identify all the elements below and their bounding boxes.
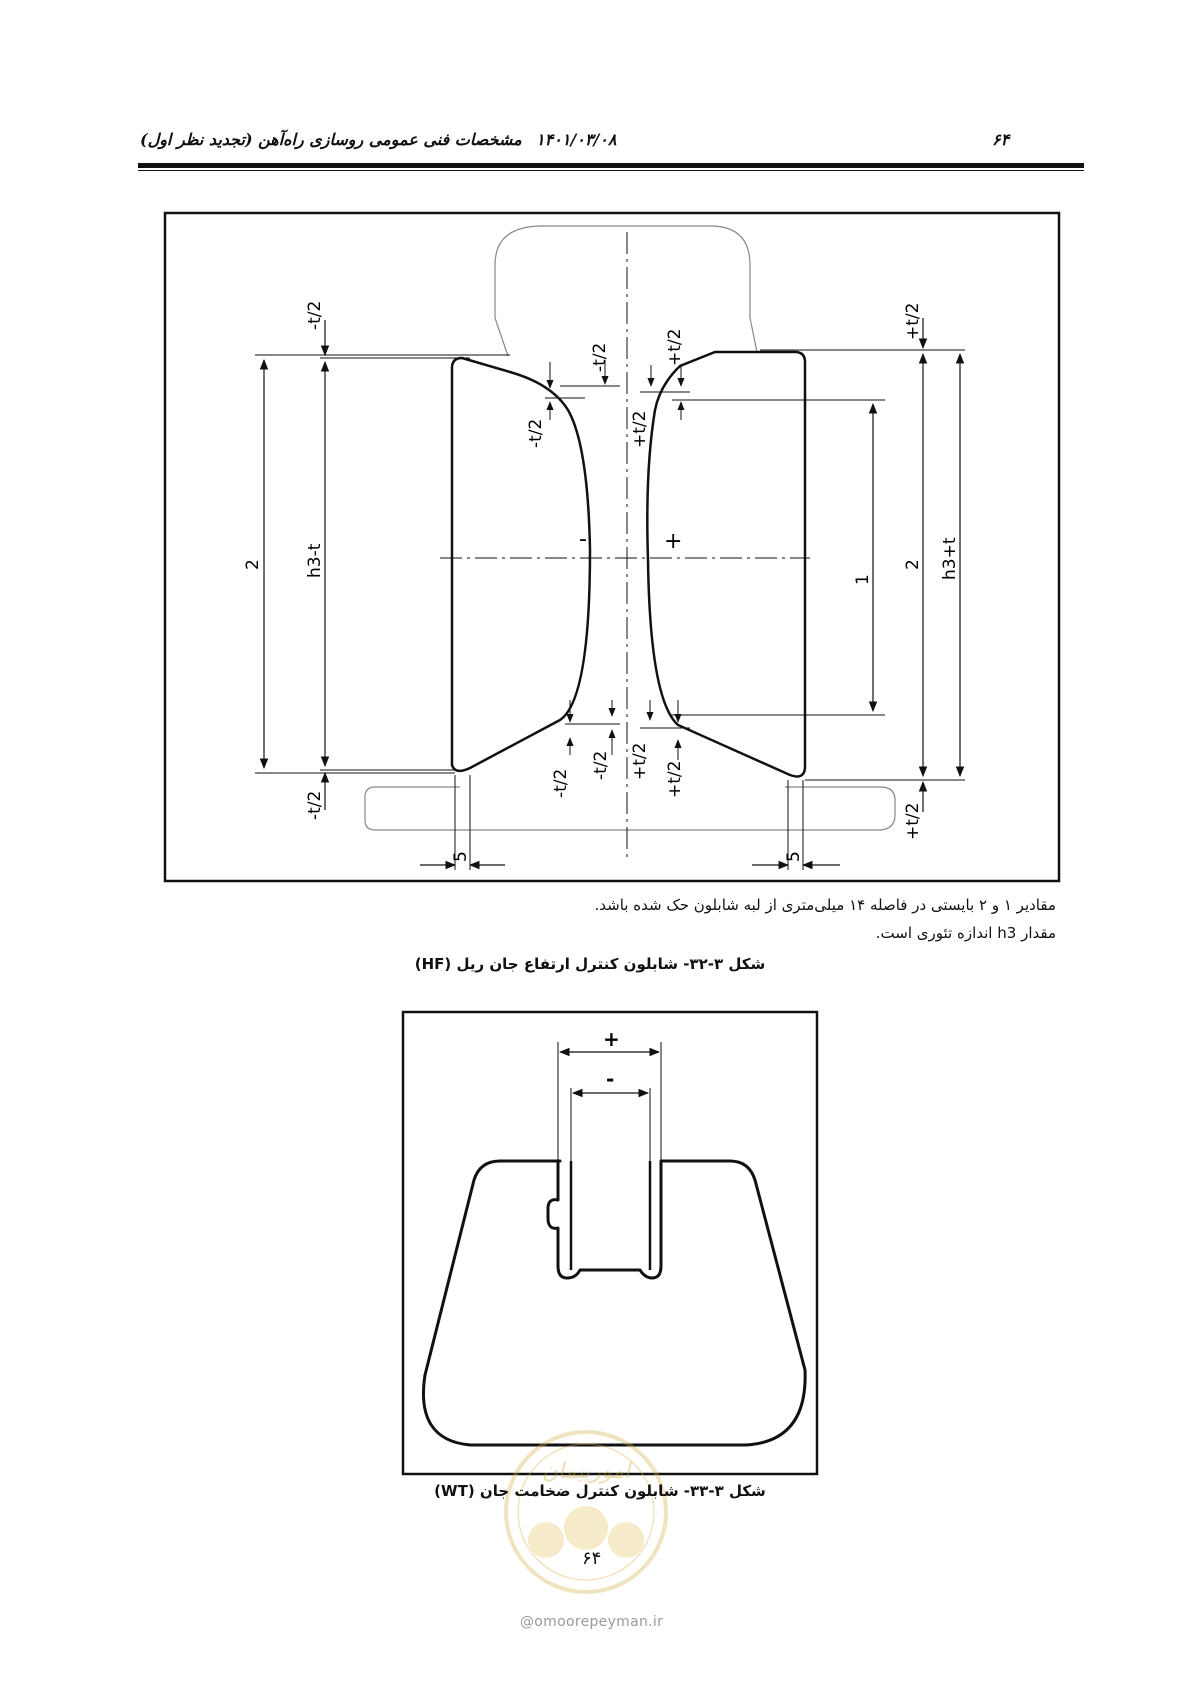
note-line-1: مقادیر ۱ و ۲ بایستی در فاصله ۱۴ میلی‌متر… (594, 896, 1056, 914)
label-minus-t2: -t/2 (551, 769, 571, 798)
label-plus-t2: +t/2 (665, 329, 685, 366)
label-two: 2 (243, 559, 263, 570)
figure2-frame (401, 1010, 819, 1476)
header-title: مشخصات فنی عمومی روسازی راه‌آهن (تجدید ن… (140, 130, 522, 149)
label-minus: - (606, 1067, 614, 1091)
label-plus-t2: +t/2 (903, 803, 923, 840)
right-gauge-piece (646, 350, 807, 778)
header-rule-thin (138, 170, 1084, 171)
label-minus: - (579, 527, 587, 552)
label-minus-t2: -t/2 (305, 301, 325, 330)
figure2-caption: شکل ۳-۳۳- شابلون کنترل ضخامت جان (WT) (434, 1482, 766, 1500)
label-minus-t2: -t/2 (590, 343, 610, 372)
label-one: 1 (853, 574, 873, 585)
label-minus-t2: -t/2 (305, 791, 325, 820)
label-plus: + (664, 529, 682, 554)
footer-page-number: ۶۴ (582, 1548, 602, 1569)
header-rule (138, 163, 1084, 168)
label-five: 5 (784, 851, 804, 862)
label-plus-t2: +t/2 (903, 303, 923, 340)
label-minus-t2: -t/2 (591, 751, 611, 780)
watermark-seal: امورپیمان (504, 1430, 668, 1594)
figure-hf-gauge: -t/2 -t/2 2 h3-t -t/2 -t/2 +t/2 +t/2 -t/… (163, 211, 1061, 883)
footer-watermark: @omoorepeyman.ir (520, 1614, 664, 1630)
label-plus-t2: +t/2 (630, 743, 650, 780)
left-gauge-piece (450, 356, 592, 773)
note-line-2: مقدار h3 اندازه تئوری است. (875, 924, 1056, 942)
label-two: 2 (903, 559, 923, 570)
label-plus-t2: +t/2 (665, 761, 685, 798)
label-plus-t2: +t/2 (630, 411, 650, 448)
rail-head-outline (494, 225, 758, 357)
header-page-number: ۶۴ (992, 130, 1010, 149)
header-date: ۱۴۰۱/۰۳/۰۸ (536, 130, 617, 149)
label-plus: + (603, 1027, 620, 1051)
label-h3-minus-t: h3-t (305, 543, 325, 578)
label-minus-t2: -t/2 (526, 419, 546, 448)
wt-gauge-outline (422, 1159, 807, 1447)
label-five: 5 (451, 851, 471, 862)
label-h3-plus-t: h3+t (940, 537, 960, 580)
seal-text: امورپیمان (542, 1459, 633, 1484)
figure1-caption: شکل ۳-۳۲- شابلون کنترل ارتفاع جان ریل (H… (414, 955, 766, 973)
figure1-frame (163, 211, 1061, 883)
